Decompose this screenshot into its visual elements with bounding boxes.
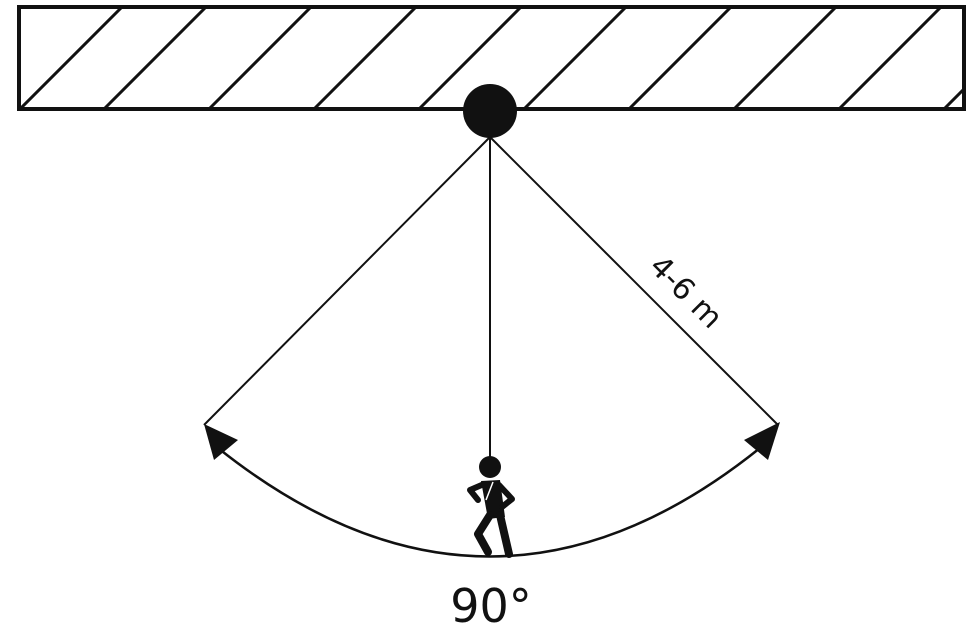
angle-label: 90°	[450, 579, 532, 631]
detection-angle-arc	[204, 422, 780, 558]
arrowhead-icon	[204, 424, 238, 460]
range-label: 4-6 m	[642, 249, 729, 336]
arrowhead-icon	[744, 422, 780, 460]
walking-person-icon	[467, 456, 515, 558]
motion-sensor-icon	[463, 84, 517, 138]
cone-right-edge	[489, 136, 779, 426]
ceiling-hatching	[19, 7, 964, 109]
detection-cone	[203, 136, 779, 458]
cone-left-edge	[203, 136, 491, 426]
